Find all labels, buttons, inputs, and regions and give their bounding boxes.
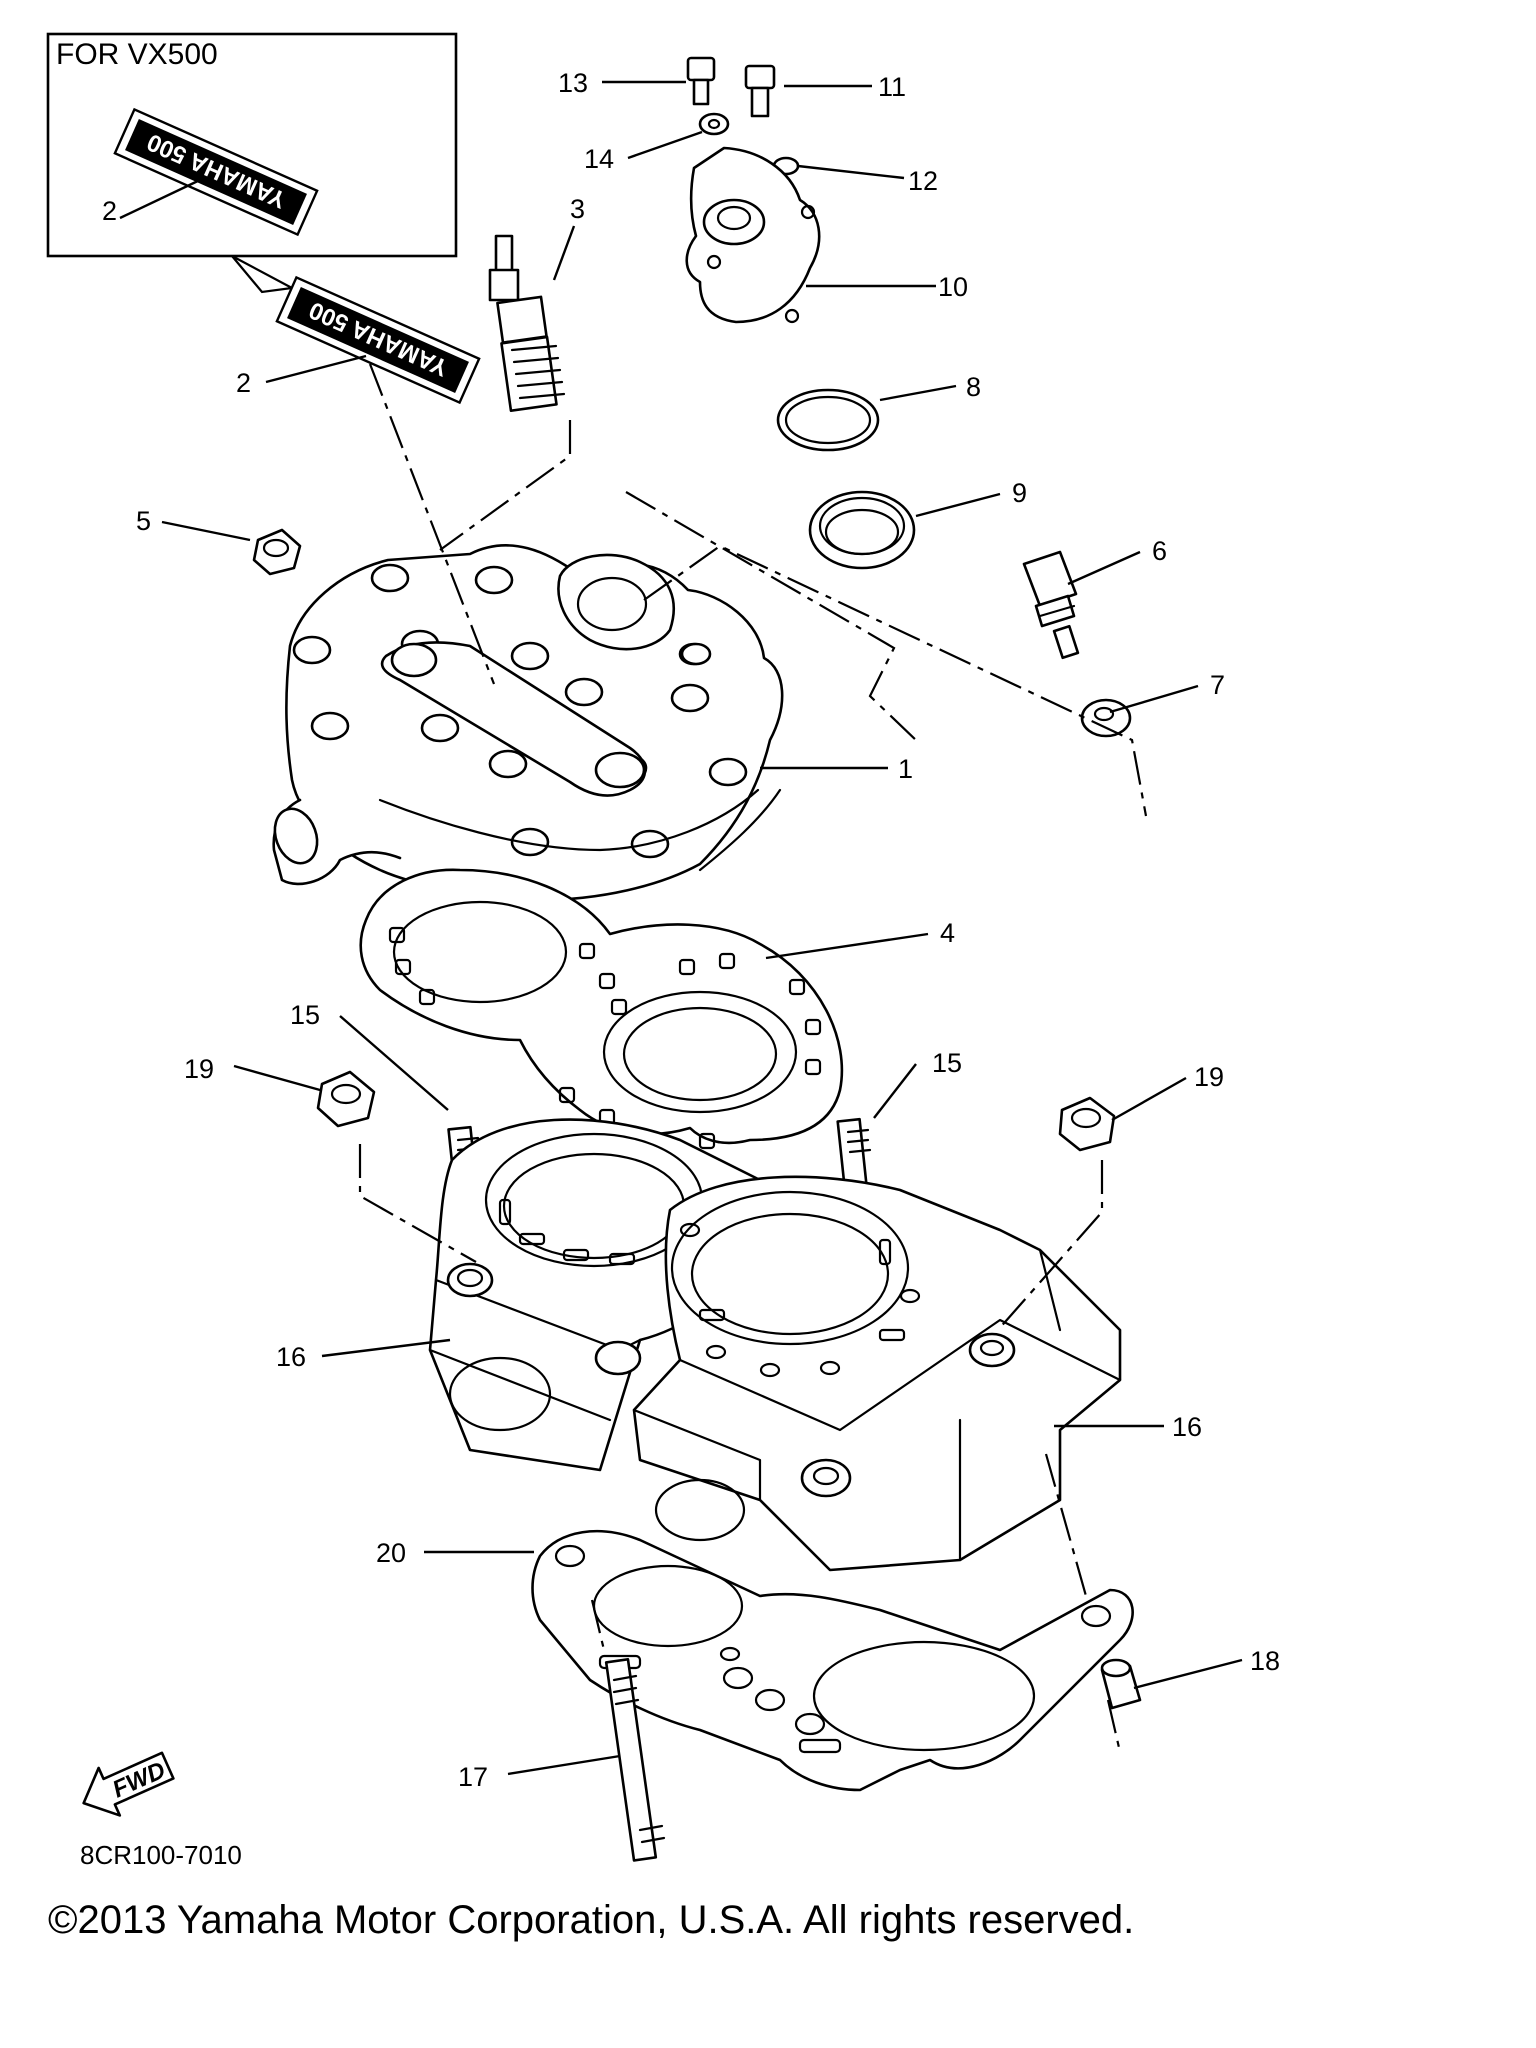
seal-9	[808, 490, 916, 570]
callout-13: 13	[558, 68, 588, 98]
callout-19-left: 19	[184, 1054, 214, 1084]
callout-12: 12	[908, 166, 938, 196]
callout-6: 6	[1152, 536, 1167, 566]
callout-7: 7	[1210, 670, 1225, 700]
cylinder-head-1	[272, 544, 784, 902]
nut-19-right	[1058, 1096, 1116, 1152]
washer-7	[1080, 698, 1132, 738]
sensor-6	[1022, 550, 1080, 660]
dowel-18	[1100, 1658, 1142, 1710]
inset-box	[46, 32, 458, 258]
callout-18: 18	[1250, 1646, 1280, 1676]
inset-pointer	[231, 255, 296, 294]
o-ring-8	[776, 388, 880, 452]
head-gasket-4	[359, 868, 844, 1150]
callout-19-right: 19	[1194, 1062, 1224, 1092]
callout-2-inset: 2	[102, 196, 117, 226]
fwd-arrow-icon: FWD	[82, 1751, 175, 1817]
callout-11: 11	[878, 72, 906, 102]
callout-14: 14	[584, 144, 614, 174]
inset-title: FOR VX500	[56, 38, 218, 71]
leader-lines	[119, 80, 1243, 1776]
callout-20: 20	[376, 1538, 406, 1568]
callout-2: 2	[236, 368, 251, 398]
callout-3: 3	[570, 194, 585, 224]
nut-5	[252, 528, 302, 576]
callout-16-right: 16	[1172, 1412, 1202, 1442]
diagram-code: 8CR100-7010	[80, 1840, 242, 1870]
copyright-notice: ©2013 Yamaha Motor Corporation, U.S.A. A…	[48, 1898, 1135, 1942]
callout-1: 1	[898, 754, 913, 784]
callout-4: 4	[940, 918, 955, 948]
cylinder-block-16-right	[632, 1175, 1122, 1572]
washer-14	[698, 112, 730, 136]
callout-16-left: 16	[276, 1342, 306, 1372]
callout-15-right: 15	[932, 1048, 962, 1078]
spark-plug-3	[488, 234, 566, 413]
cover-10	[685, 146, 821, 324]
stud-17	[604, 1658, 666, 1862]
bolt-13	[686, 56, 716, 106]
callout-17: 17	[458, 1762, 488, 1792]
callout-8: 8	[966, 372, 981, 402]
alignment-lines	[358, 363, 1148, 1753]
callout-15-left: 15	[290, 1000, 320, 1030]
callout-9: 9	[1012, 478, 1027, 508]
callout-5: 5	[136, 506, 151, 536]
nut-19-left	[316, 1070, 376, 1128]
callouts: 1 2 2 3 4 5 6 7 8 9 10 11 12 13 14 15 15…	[102, 68, 1280, 1792]
bolt-11	[744, 64, 776, 118]
inset-decal: YAMAHA 500	[113, 107, 319, 237]
callout-10: 10	[938, 272, 968, 302]
